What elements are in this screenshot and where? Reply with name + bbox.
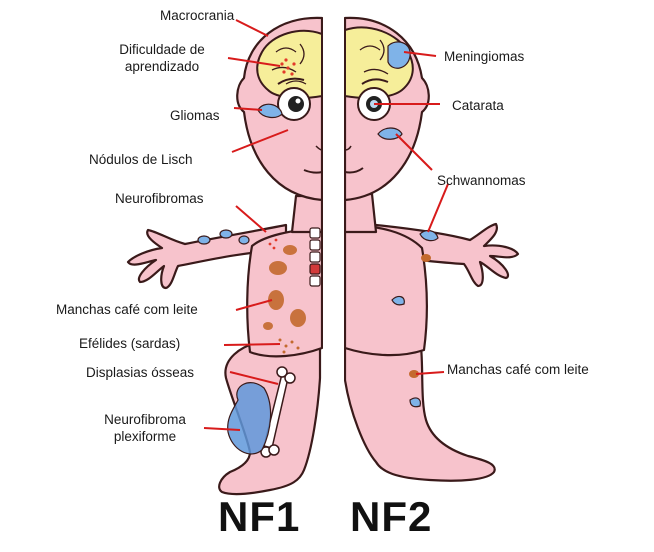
label-meningiomas: Meningiomas — [444, 48, 524, 65]
label-neurofibroma-plexiforme: Neurofibroma plexiforme — [80, 411, 210, 445]
title-nf1: NF1 — [218, 493, 300, 541]
label-neurofibromas: Neurofibromas — [115, 190, 204, 207]
label-plexiforme-line2: plexiforme — [80, 428, 210, 445]
label-dificuldade-aprendizado: Dificuldade de aprendizado — [94, 41, 230, 75]
label-manchas-nf2: Manchas café com leite — [447, 361, 589, 378]
label-displasias: Displasias ósseas — [86, 364, 194, 381]
label-dificuldade-line1: Dificuldade de — [94, 41, 230, 58]
label-gliomas: Gliomas — [170, 107, 220, 124]
label-manchas-nf1: Manchas café com leite — [56, 301, 198, 318]
label-plexiforme-line1: Neurofibroma — [80, 411, 210, 428]
label-catarata: Catarata — [452, 97, 504, 114]
spine-icon — [310, 228, 320, 286]
label-macrocrania: Macrocrania — [160, 7, 234, 24]
label-schwannomas: Schwannomas — [437, 172, 526, 189]
label-nodulos-lisch: Nódulos de Lisch — [89, 151, 193, 168]
title-nf2: NF2 — [350, 493, 432, 541]
label-dificuldade-line2: aprendizado — [94, 58, 230, 75]
meningioma-mass — [388, 42, 410, 68]
eye-icon — [278, 88, 310, 120]
label-efelides: Efélides (sardas) — [79, 335, 180, 352]
